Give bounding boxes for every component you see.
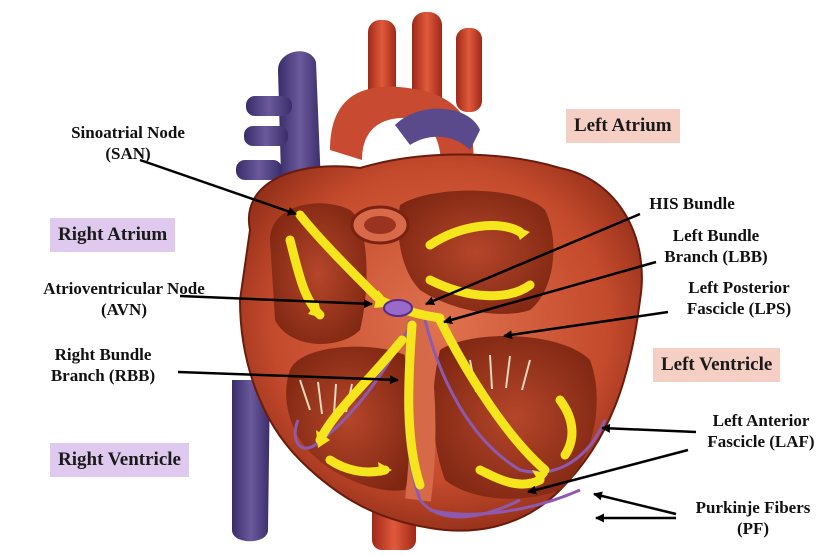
laf-pointer (602, 428, 696, 432)
rbb-label-line2: Branch (RBB) (28, 365, 178, 386)
av-node (384, 300, 412, 316)
pf-label-line1: Purkinje Fibers (678, 497, 828, 518)
san-label-line2: (SAN) (38, 143, 218, 164)
san-label: Sinoatrial Node (SAN) (38, 122, 218, 164)
pf-pointer-1 (594, 494, 676, 514)
left-atrium-label: Left Atrium (566, 109, 680, 143)
lps-label: Left Posterior Fascicle (LPS) (664, 277, 814, 319)
rbb-label: Right Bundle Branch (RBB) (28, 344, 178, 386)
lbb-label: Left Bundle Branch (LBB) (646, 225, 786, 267)
laf-label: Left Anterior Fascicle (LAF) (686, 410, 836, 452)
laf-label-line1: Left Anterior (686, 410, 836, 431)
his-label: HIS Bundle (632, 193, 752, 214)
lps-label-line2: Fascicle (LPS) (664, 298, 814, 319)
lps-label-line1: Left Posterior (664, 277, 814, 298)
avn-label-line1: Atrioventricular Node (6, 278, 242, 299)
pf-label: Purkinje Fibers (PF) (678, 497, 828, 539)
avn-label-line2: (AVN) (6, 299, 242, 320)
left-ventricle-label: Left Ventricle (653, 348, 780, 382)
laf-label-line2: Fascicle (LAF) (686, 431, 836, 452)
lbb-label-line1: Left Bundle (646, 225, 786, 246)
rbb-label-line1: Right Bundle (28, 344, 178, 365)
san-label-line1: Sinoatrial Node (38, 122, 218, 143)
pf-label-line2: (PF) (678, 518, 828, 539)
lbb-label-line2: Branch (LBB) (646, 246, 786, 267)
right-ventricle-label: Right Ventricle (50, 443, 189, 477)
right-atrium-label: Right Atrium (50, 218, 175, 252)
avn-label: Atrioventricular Node (AVN) (6, 278, 242, 320)
his-label-line1: HIS Bundle (632, 193, 752, 214)
